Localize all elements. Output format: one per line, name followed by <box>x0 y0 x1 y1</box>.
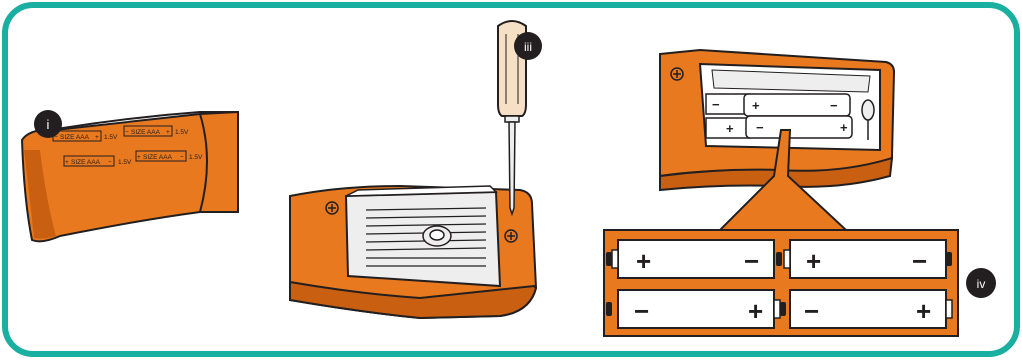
svg-text:−: − <box>830 98 838 113</box>
marking-minus: − <box>108 159 112 166</box>
marking-size: SIZE AAA <box>60 134 90 141</box>
marking-size: SIZE AAA <box>143 154 173 161</box>
battery-icon: − + <box>790 290 952 328</box>
marking-size: SIZE AAA <box>131 129 161 136</box>
phillips-screw-icon <box>326 202 338 214</box>
svg-text:−: − <box>744 246 759 276</box>
svg-text:+: + <box>752 98 760 113</box>
phillips-screw-icon <box>505 230 517 242</box>
svg-text:−: − <box>634 296 649 326</box>
step-badge-iv: iv <box>966 268 996 298</box>
svg-text:−: − <box>804 296 819 326</box>
svg-text:+: + <box>840 120 848 135</box>
svg-text:+: + <box>916 296 931 326</box>
marking-voltage: 1.5V <box>118 159 132 166</box>
step-label-i: i <box>47 117 50 132</box>
marking-size: SIZE AAA <box>71 159 101 166</box>
marking-plus: + <box>65 159 69 166</box>
marking-minus: − <box>125 129 129 136</box>
battery-icon: + <box>706 118 750 138</box>
marking-plus: + <box>137 154 141 161</box>
marking-plus: + <box>166 129 170 136</box>
svg-text:+: + <box>726 121 734 136</box>
step-badge-i: i <box>34 110 62 138</box>
step-badge-iii: iii <box>514 32 542 60</box>
battery-icon: + − <box>744 94 850 116</box>
marking-voltage: 1.5V <box>175 129 189 136</box>
svg-text:+: + <box>806 246 821 276</box>
marking-voltage: 1.5V <box>104 134 118 141</box>
marking-plus: + <box>95 134 99 141</box>
svg-text:+: + <box>748 296 763 326</box>
marking-voltage: 1.5V <box>189 154 203 161</box>
step-label-iv: iv <box>977 277 986 291</box>
svg-text:−: − <box>912 246 927 276</box>
step-label-iii: iii <box>524 40 532 54</box>
battery-icon: − + <box>618 290 780 328</box>
phillips-screw-icon <box>671 68 683 80</box>
svg-text:−: − <box>756 120 764 135</box>
battery-icon: − + <box>746 116 852 138</box>
battery-icon: + − <box>612 240 774 278</box>
svg-text:−: − <box>712 97 720 112</box>
battery-icon: + − <box>784 240 946 278</box>
battery-cover <box>346 186 500 286</box>
marking-minus: − <box>180 154 184 161</box>
svg-text:+: + <box>636 246 651 276</box>
